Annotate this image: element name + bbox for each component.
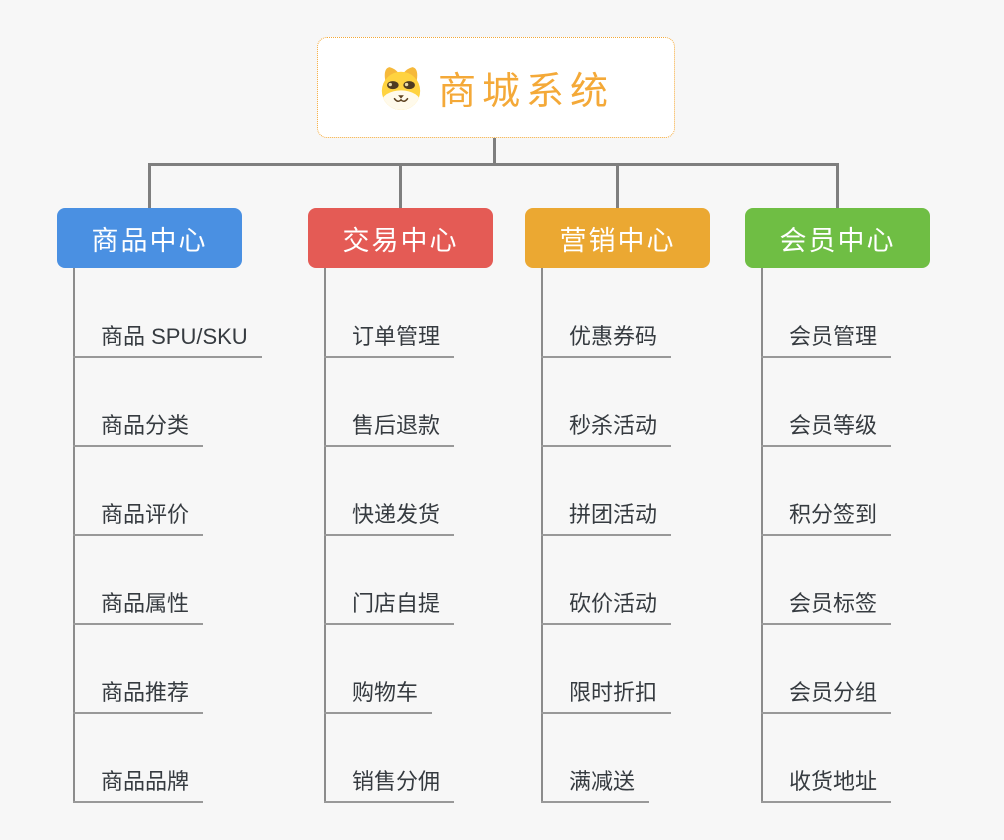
leaf-node-2-1[interactable]: 秒杀活动 <box>541 411 672 447</box>
connector-branch-drop <box>148 163 151 212</box>
branch-node-3[interactable]: 会员中心 <box>745 208 930 268</box>
connector-branch-drop <box>836 163 839 212</box>
leaf-node-0-1[interactable]: 商品分类 <box>73 411 204 447</box>
root-node[interactable]: 商城系统 <box>317 37 675 138</box>
branch-node-0[interactable]: 商品中心 <box>57 208 242 268</box>
leaf-node-0-4[interactable]: 商品推荐 <box>73 678 204 714</box>
dog-face-icon <box>381 66 421 110</box>
leaf-node-3-5[interactable]: 收货地址 <box>761 767 892 803</box>
leaf-node-1-3[interactable]: 门店自提 <box>324 589 455 625</box>
leaf-node-2-3[interactable]: 砍价活动 <box>541 589 672 625</box>
leaf-node-3-2[interactable]: 积分签到 <box>761 500 892 536</box>
leaf-node-0-0[interactable]: 商品 SPU/SKU <box>73 322 262 358</box>
root-node-label: 商城系统 <box>437 71 614 113</box>
connector-branch-drop <box>399 163 402 212</box>
connector-rail <box>148 163 839 166</box>
leaf-node-2-4[interactable]: 限时折扣 <box>541 678 672 714</box>
leaf-node-3-3[interactable]: 会员标签 <box>761 589 892 625</box>
leaf-node-2-2[interactable]: 拼团活动 <box>541 500 672 536</box>
connector-root-stem <box>492 138 496 166</box>
leaf-node-1-1[interactable]: 售后退款 <box>324 411 455 447</box>
leaf-node-1-5[interactable]: 销售分佣 <box>324 767 455 803</box>
leaf-node-3-1[interactable]: 会员等级 <box>761 411 892 447</box>
leaf-node-3-4[interactable]: 会员分组 <box>761 678 892 714</box>
leaf-node-3-0[interactable]: 会员管理 <box>761 322 892 358</box>
branch-node-2[interactable]: 营销中心 <box>525 208 710 268</box>
leaf-node-2-5[interactable]: 满减送 <box>541 767 650 803</box>
leaf-node-1-2[interactable]: 快递发货 <box>324 500 455 536</box>
leaf-node-0-5[interactable]: 商品品牌 <box>73 767 204 803</box>
leaf-node-1-0[interactable]: 订单管理 <box>324 322 455 358</box>
leaf-node-0-3[interactable]: 商品属性 <box>73 589 204 625</box>
leaf-node-0-2[interactable]: 商品评价 <box>73 500 204 536</box>
leaf-node-2-0[interactable]: 优惠券码 <box>541 322 672 358</box>
branch-node-1[interactable]: 交易中心 <box>308 208 493 268</box>
connector-branch-drop <box>616 163 619 212</box>
leaf-node-1-4[interactable]: 购物车 <box>324 678 433 714</box>
